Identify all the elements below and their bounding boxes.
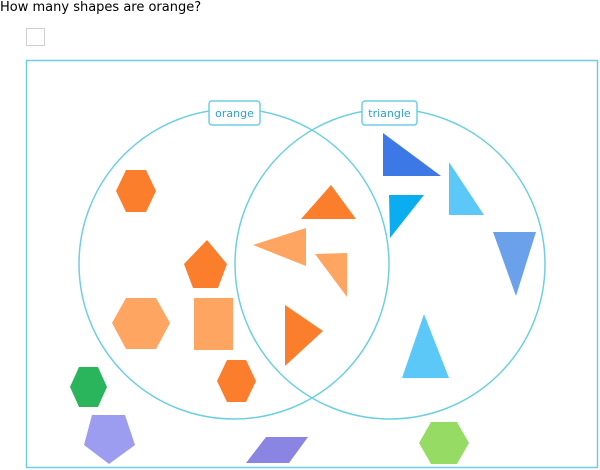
purple-parallelogram-shape [246, 437, 308, 463]
light-orange-square-shape [194, 298, 233, 350]
green-hexagon-shape [70, 367, 107, 407]
cyan-triangle-shape [389, 195, 424, 238]
orange-hexagon-shape-2 [217, 360, 256, 402]
orange-hexagon-shape [116, 170, 156, 212]
lime-hexagon-shape [419, 422, 469, 464]
blue-triangle-shape [383, 133, 441, 176]
light-blue-triangle-shape-2 [402, 314, 449, 378]
light-orange-hexagon-shape [112, 298, 170, 349]
triangle-label-text: triangle [368, 107, 411, 120]
light-orange-triangle-shape-2 [315, 253, 347, 297]
cornflower-triangle-shape [493, 232, 536, 296]
orange-label-text: orange [215, 107, 254, 120]
light-blue-triangle-shape [449, 162, 484, 215]
light-orange-triangle-shape [253, 228, 306, 266]
orange-label: orange [208, 100, 261, 126]
lavender-pentagon-shape [84, 415, 135, 464]
question-text: How many shapes are orange? [0, 0, 202, 15]
orange-triangle-shape [301, 185, 356, 219]
orange-pentagon-shape [184, 240, 227, 288]
venn-frame [25, 59, 599, 469]
orange-triangle-shape-2 [285, 305, 323, 366]
answer-input[interactable] [26, 28, 45, 46]
triangle-label: triangle [361, 100, 418, 126]
